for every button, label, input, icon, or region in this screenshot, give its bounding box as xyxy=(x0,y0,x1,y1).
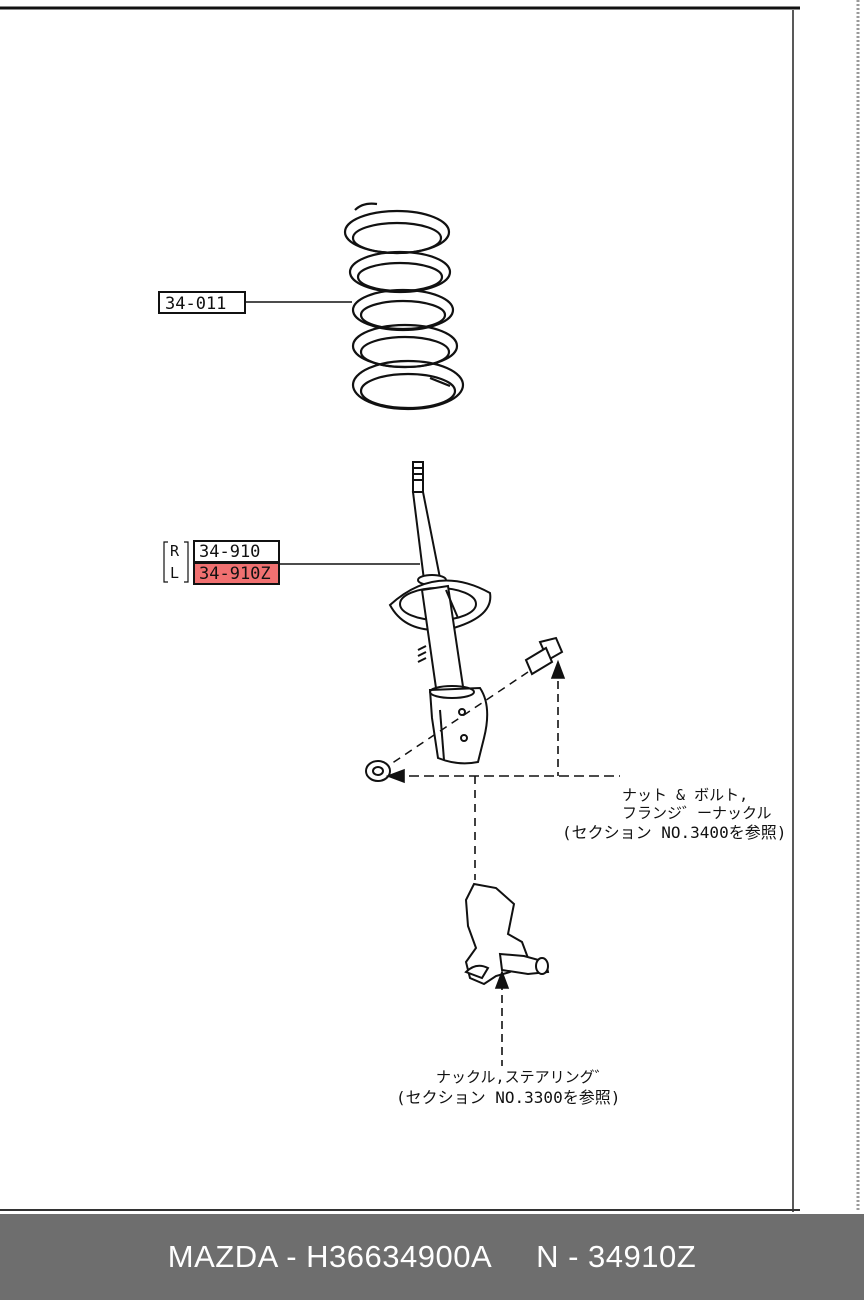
shock-absorber-strut xyxy=(388,461,492,765)
spring-part-number: 34-011 xyxy=(165,294,226,314)
flange-nut xyxy=(365,760,391,782)
knuckle-note-line2: (セクション NO.3300を参照) xyxy=(396,1088,620,1107)
strut-r-part-number: 34-910 xyxy=(199,542,260,562)
strut-callout: R L 34-910 34-910Z xyxy=(163,540,420,585)
nut-bolt-note-line1: ナット & ボルト, xyxy=(622,786,748,804)
footer-bar: MAZDA - H36634900A N - 34910Z xyxy=(0,1214,864,1300)
strut-l-highlight xyxy=(193,562,280,585)
spring-callout: 34-011 xyxy=(158,291,352,314)
strut-r-side: R xyxy=(170,542,180,560)
nut-bolt-note-line3: (セクション NO.3400を参照) xyxy=(562,823,786,842)
coil-spring xyxy=(343,202,465,411)
strut-l-side: L xyxy=(170,564,179,582)
footer-brand-part: MAZDA - H36634900A xyxy=(167,1239,493,1274)
strut-l-part-number: 34-910Z xyxy=(199,564,271,584)
knuckle-leader xyxy=(494,969,510,1066)
flange-bolt xyxy=(524,636,564,676)
footer-ref: N - 34910Z xyxy=(536,1239,697,1274)
nut-bolt-note-line2: フランジ゛ーナックル xyxy=(622,804,772,822)
bolt-axis-line xyxy=(381,671,529,771)
steering-knuckle xyxy=(464,882,550,986)
knuckle-note-line1: ナックル,ステアリング゛ xyxy=(436,1068,610,1086)
nut-bolt-leaders xyxy=(385,659,620,880)
